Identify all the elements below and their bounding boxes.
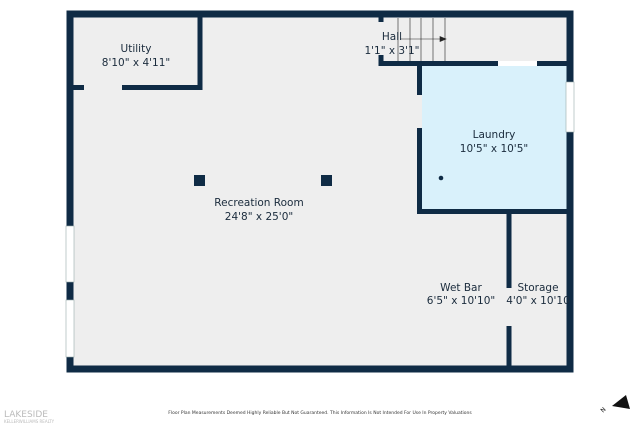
room-size: 10'5" x 10'5" (460, 143, 528, 155)
laundry-floor (422, 66, 568, 209)
room-name: Utility (121, 43, 152, 55)
window (565, 81, 575, 133)
room-size: 4'0" x 10'10 (506, 295, 570, 307)
compass-label: N (599, 406, 607, 414)
doorway (498, 61, 537, 66)
room-size: 6'5" x 10'10" (427, 295, 495, 307)
room-name: Recreation Room (214, 197, 303, 209)
outer-wall (66, 10, 574, 373)
column (194, 175, 205, 186)
disclaimer: Floor Plan Measurements Deemed Highly Re… (168, 410, 472, 416)
window (65, 299, 75, 358)
window (65, 225, 75, 283)
column (321, 175, 332, 186)
logo: LAKESIDE (4, 410, 48, 420)
interior-walls (70, 14, 570, 369)
north-arrow-icon (612, 395, 630, 409)
stairs-icon (397, 18, 447, 61)
room-name: Laundry (473, 129, 516, 141)
room-name: Hall (382, 31, 402, 43)
room-size: 24'8" x 25'0" (225, 211, 293, 223)
room-name: Storage (517, 282, 558, 294)
drain-icon (438, 175, 444, 181)
windows (65, 61, 575, 358)
logo-subtitle: KELLERWILLIAMS REALTY (4, 419, 55, 424)
room-size: 8'10" x 4'11" (102, 57, 170, 69)
room-size: 1'1" x 3'1" (364, 45, 419, 57)
room-name: Wet Bar (440, 282, 482, 294)
